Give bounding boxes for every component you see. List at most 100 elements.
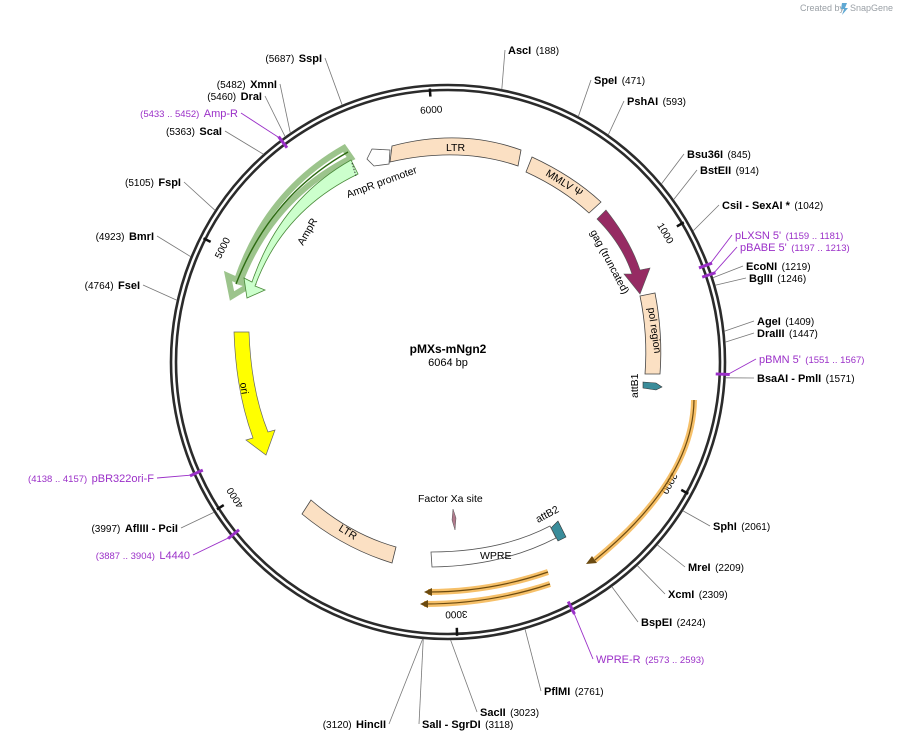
plasmid-backbone — [169, 83, 727, 641]
site-pflMI[interactable]: PflMI (2761) — [524, 629, 604, 699]
site-sspI[interactable]: (5687) SspI — [265, 49, 343, 106]
plasmid-size: 6064 bp — [428, 357, 468, 369]
site-name: BstEII — [700, 165, 731, 177]
primer-leader-line — [192, 536, 230, 556]
site-position: (1447) — [789, 329, 818, 340]
site-name: PshAI — [627, 96, 658, 108]
primer-wpre-r[interactable]: WPRE-R (2573 .. 2593) — [566, 600, 704, 667]
site-name: SphI — [713, 521, 737, 533]
site-scaI[interactable]: (5363) ScaI — [166, 122, 264, 155]
primer-label: (4138 .. 4157) pBR322ori-F — [28, 469, 154, 486]
site-aflIII[interactable]: (3997) AflIII - PciI — [91, 511, 215, 536]
ruler-tick — [428, 88, 432, 97]
primer-mark — [715, 372, 730, 377]
site-leader-line — [524, 629, 542, 692]
site-leader-line — [725, 332, 755, 343]
site-label: MreI (2209) — [688, 558, 744, 575]
primer-label: (5433 .. 5452) Amp-R — [140, 104, 238, 121]
primer-pbmn[interactable]: pBMN 5' (1551 .. 1567) — [715, 350, 865, 377]
primer-pbr322[interactable]: (4138 .. 4157) pBR322ori-F — [28, 468, 204, 486]
site-leader-line — [450, 639, 478, 713]
site-leader-line — [156, 235, 191, 258]
site-position: (5687) — [265, 54, 294, 65]
primer-plxsn[interactable]: pLXSN 5' (1159 .. 1181) — [698, 226, 843, 270]
site-csiI[interactable]: CsiI - SexAI * (1042) — [692, 196, 823, 232]
site-name: ScaI — [199, 126, 222, 138]
primer-mark — [277, 135, 289, 149]
site-ascI[interactable]: AscI (188) — [501, 41, 559, 90]
site-draI[interactable]: (5460) DraI — [207, 87, 286, 137]
site-bglII[interactable]: BglII (1246) — [715, 269, 806, 286]
feature-wpre[interactable]: WPRE — [430, 525, 557, 568]
feature-label-wpre: WPRE — [480, 550, 512, 562]
site-leader-line — [673, 169, 698, 200]
primer-mark — [701, 271, 716, 279]
site-label: BstEII (914) — [700, 161, 759, 178]
brand-credit: Created by SnapGene — [800, 3, 893, 15]
site-ageI[interactable]: AgeI (1409) — [724, 312, 814, 332]
feature-label-ampr: AmpR — [295, 216, 320, 248]
snapgene-logo-icon — [841, 3, 848, 15]
site-position: (3997) — [91, 524, 120, 535]
site-label: AscI (188) — [508, 41, 559, 58]
primer-position: (2573 .. 2593) — [645, 655, 704, 666]
features: LTR MMLV Ψ gag (truncated) pol region at… — [223, 137, 697, 608]
feature-orf-highlight[interactable] — [420, 399, 697, 608]
site-mreI[interactable]: MreI (2209) — [657, 544, 744, 575]
site-bspEI[interactable]: BspEI (2424) — [611, 586, 706, 630]
site-bstEII[interactable]: BstEII (914) — [673, 161, 759, 200]
site-bmrI[interactable]: (4923) BmrI — [96, 227, 191, 258]
site-bsu36I[interactable]: Bsu36I (845) — [661, 145, 751, 185]
site-label: DraIII (1447) — [757, 324, 818, 341]
site-xmnI[interactable]: (5482) XmnI — [217, 75, 291, 134]
created-by-text: Created by — [800, 3, 845, 13]
primer-amp-r[interactable]: (5433 .. 5452) Amp-R — [140, 104, 289, 149]
site-draIII[interactable]: DraIII (1447) — [725, 324, 818, 343]
primer-l4440[interactable]: (3887 .. 3904) L4440 — [96, 528, 240, 563]
feature-gag[interactable]: gag (truncated) — [587, 209, 651, 296]
site-label: EcoNI (1219) — [746, 257, 811, 274]
site-salI[interactable]: SalI - SgrDI (3118) — [418, 638, 513, 732]
site-name: BspEI — [641, 617, 672, 629]
feature-label-factor-xa: Factor Xa site — [418, 493, 483, 505]
primer-pbabe[interactable]: pBABE 5' (1197 .. 1213) — [701, 238, 850, 279]
site-hincII[interactable]: (3120) HincII — [323, 638, 424, 732]
feature-attb1[interactable]: attB1 — [629, 373, 663, 398]
site-sacII[interactable]: SacII (3023) — [450, 639, 539, 720]
site-name: AscI — [508, 45, 531, 57]
site-name: Bsu36I — [687, 149, 723, 161]
site-position: (1571) — [826, 374, 855, 385]
primer-label: pLXSN 5' (1159 .. 1181) — [735, 226, 843, 243]
primer-leader-line — [573, 612, 594, 660]
site-position: (914) — [736, 166, 759, 177]
ruler-tick-label: 6000 — [420, 104, 443, 116]
site-bsaAI[interactable]: BsaAI - PmlI (1571) — [725, 369, 855, 386]
site-pshAI[interactable]: PshAI (593) — [607, 92, 686, 136]
feature-mmlv-psi[interactable]: MMLV Ψ — [525, 156, 602, 214]
ruler-tick — [676, 221, 685, 228]
site-name: FseI — [118, 280, 140, 292]
site-sphI[interactable]: SphI (2061) — [682, 510, 770, 534]
ruler-tick — [680, 488, 689, 495]
site-xcmI[interactable]: XcmI (2309) — [637, 565, 728, 602]
site-position: (2761) — [575, 687, 604, 698]
site-speI[interactable]: SpeI (471) — [577, 71, 645, 117]
feature-ltr-1[interactable]: LTR — [389, 137, 522, 167]
site-position: (2061) — [741, 522, 770, 533]
primer-leader-line — [709, 234, 733, 265]
feature-ori[interactable]: ori — [233, 331, 276, 456]
site-fseI[interactable]: (4764) FseI — [85, 276, 178, 301]
site-label: BglII (1246) — [749, 269, 806, 286]
feature-ltr-2[interactable]: LTR — [301, 499, 397, 564]
primer-label: (3887 .. 3904) L4440 — [96, 546, 190, 563]
brand-name: SnapGene — [850, 3, 893, 13]
site-fspI[interactable]: (5105) FspI — [125, 173, 216, 211]
site-name: SacII — [480, 707, 506, 719]
site-ecoNI[interactable]: EcoNI (1219) — [712, 257, 811, 279]
site-leader-line — [183, 181, 216, 211]
feature-factor-xa[interactable]: Factor Xa site — [418, 493, 483, 531]
site-name: SspI — [299, 53, 322, 65]
site-name: XmnI — [250, 79, 277, 91]
feature-pol[interactable]: pol region — [639, 292, 663, 375]
site-name: AflIII - PciI — [125, 523, 178, 535]
